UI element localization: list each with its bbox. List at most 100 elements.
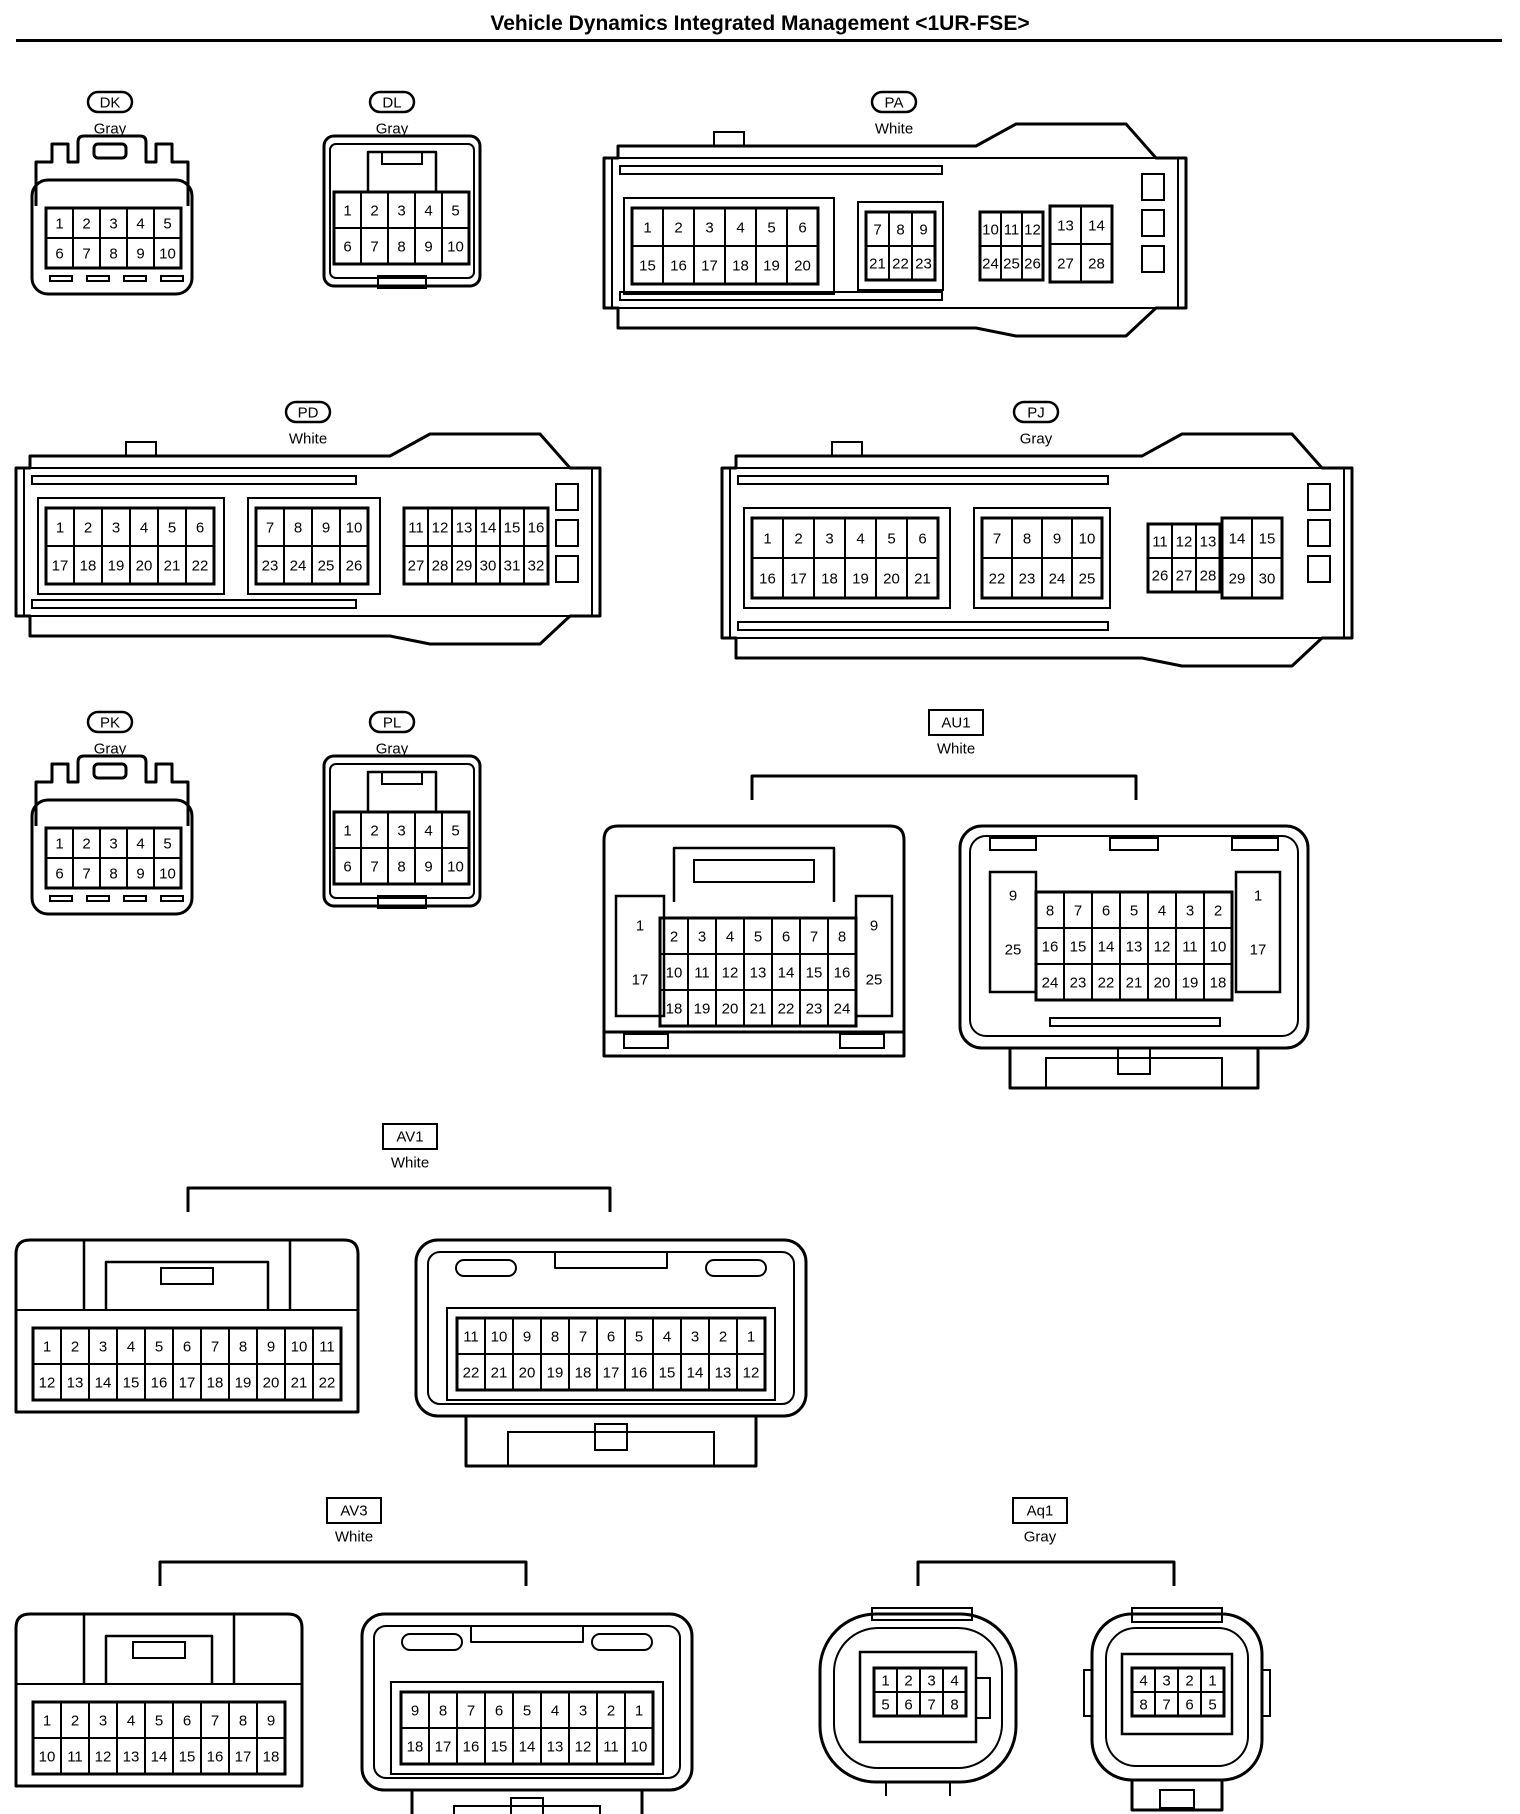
connector-pj-pin-25: 25 [1079, 571, 1096, 588]
connector-au1-pin-17: 17 [1250, 942, 1267, 959]
connector-av3-face-2-key [591, 1633, 653, 1651]
connector-av1-pin-8: 8 [239, 1339, 247, 1356]
connector-dk-slot [86, 275, 110, 282]
connector-pl-pin-10: 10 [447, 859, 464, 876]
connector-av1-pin-4: 4 [127, 1339, 135, 1356]
connector-aq1-pin-5: 5 [881, 1697, 889, 1714]
connector-dl-pin-1: 1 [343, 203, 351, 220]
connector-au1-face-2-skirt [1008, 1048, 1260, 1090]
connector-aq1-bracket [916, 1560, 1176, 1586]
connector-pj-pin-16: 16 [759, 571, 776, 588]
connector-pd-block-frame [37, 497, 225, 595]
connector-aq1-pin-cell [942, 1691, 967, 1717]
connector-pj-pin-9: 9 [1053, 531, 1061, 548]
connector-pd-pin-20: 20 [136, 558, 153, 575]
connector-av1-face-2-key [705, 1259, 767, 1277]
connector-pa-pin-19: 19 [763, 258, 780, 275]
connector-pd-pin-cell [185, 545, 215, 585]
connector-au1-pin-3: 3 [698, 929, 706, 946]
connector-pa-pin-22: 22 [892, 256, 909, 273]
connector-au1-pin-18: 18 [1210, 975, 1227, 992]
connector-au1-pin-18: 18 [666, 1001, 683, 1018]
connector-av3-face-2-lock [510, 1797, 544, 1814]
connector-pa-pin-1: 1 [643, 220, 651, 237]
connector-dl-pin-2: 2 [370, 203, 378, 220]
connector-pd-pin-31: 31 [504, 558, 521, 575]
connector-av3-pin-2: 2 [71, 1713, 79, 1730]
connector-pa-side-key [1141, 245, 1165, 273]
connector-pa-pin-16: 16 [670, 258, 687, 275]
connector-pa-pin-27: 27 [1057, 256, 1074, 273]
connector-au1-code: AU1 [941, 715, 970, 732]
connector-aq1-face-2-ear [1261, 1669, 1271, 1717]
connector-dl-pin-3: 3 [397, 203, 405, 220]
connector-av3-pin-11: 11 [67, 1749, 83, 1766]
connector-av1-face-2-skirt-inner [507, 1431, 715, 1467]
connector-pd-pin-4: 4 [140, 520, 148, 537]
connector-pk-latch [34, 754, 190, 826]
connector-au1-pin-10: 10 [666, 965, 683, 982]
connector-dk-pin-5: 5 [163, 216, 171, 233]
connector-aq1-pin-1: 1 [1208, 1673, 1216, 1690]
connector-dl-latch-tab [381, 151, 423, 165]
connector-aq1-code: Aq1 [1027, 1503, 1054, 1520]
connector-dk-pin-6: 6 [55, 246, 63, 263]
connector-aq1-pin-6: 6 [1185, 1697, 1193, 1714]
connector-pk-pin-2: 2 [82, 836, 90, 853]
connector-av3-pin-12: 12 [575, 1739, 592, 1756]
connector-pj-pin-5: 5 [887, 531, 895, 548]
connector-aq1-face-2-inner [1105, 1627, 1249, 1767]
connector-av1-pin-2: 2 [71, 1339, 79, 1356]
connector-pk-slot [49, 895, 73, 902]
connector-aq1-face-2-cavity [1120, 1652, 1234, 1736]
connector-av1-pin-20: 20 [263, 1375, 280, 1392]
connector-pl-pin-3: 3 [397, 823, 405, 840]
connector-pj-block-frame [973, 507, 1111, 609]
connector-aq1-pin-7: 7 [1162, 1697, 1170, 1714]
connector-au1-pin-9: 9 [1009, 888, 1017, 905]
connector-pk-color: Gray [94, 741, 127, 758]
connector-aq1-pin-2: 2 [1185, 1673, 1193, 1690]
connector-au1-face-2-housing [958, 824, 1310, 1050]
connector-av1-pin-19: 19 [235, 1375, 252, 1392]
connector-aq1-pin-8: 8 [950, 1697, 958, 1714]
connector-pj-pin-12: 12 [1176, 534, 1193, 551]
connector-av1-face-1-housing [14, 1238, 360, 1414]
connector-au1-pin-12: 12 [1154, 939, 1171, 956]
connector-av3-pin-10: 10 [631, 1739, 648, 1756]
connector-av1-pin-21: 21 [491, 1365, 508, 1382]
connector-av1-face-2-housing [414, 1238, 808, 1418]
connector-av1-pin-18: 18 [575, 1365, 592, 1382]
connector-au1-pin-14: 14 [1098, 939, 1115, 956]
connector-av3-face-1-latch-posts [82, 1614, 236, 1684]
connector-pd-pin-12: 12 [432, 520, 449, 537]
connector-av3-face-2-notch [470, 1626, 584, 1643]
connector-av1-face-1-latch-posts [82, 1240, 292, 1310]
connector-au1-pin-21: 21 [750, 1001, 767, 1018]
connector-aq1-pin-4: 4 [1139, 1673, 1147, 1690]
connector-pj-pin-10: 10 [1079, 531, 1096, 548]
connector-au1-pin-19: 19 [694, 1001, 711, 1018]
connector-au1-pin-7: 7 [810, 929, 818, 946]
connector-au1-face-2-key [1109, 837, 1159, 851]
connector-pd-pin-10: 10 [346, 520, 363, 537]
connector-au1-pin-25: 25 [866, 972, 883, 989]
connector-pl-inner [329, 763, 475, 899]
connector-av3-face-2-skirt [410, 1790, 644, 1814]
connector-pd-color: White [289, 431, 327, 448]
connector-pa-key [713, 131, 745, 147]
connector-av3-pin-13: 13 [547, 1739, 564, 1756]
connector-pa-pin-14: 14 [1088, 218, 1105, 235]
connector-au1-face-2-rail [1049, 1017, 1221, 1027]
connector-av3-pin-cell [624, 1727, 654, 1765]
connector-pl-color: Gray [376, 741, 409, 758]
connector-pk-pin-8: 8 [109, 866, 117, 883]
connector-dk-pin-1: 1 [55, 216, 63, 233]
connector-pd-rail [31, 475, 357, 485]
connector-dk-pin-3: 3 [109, 216, 117, 233]
